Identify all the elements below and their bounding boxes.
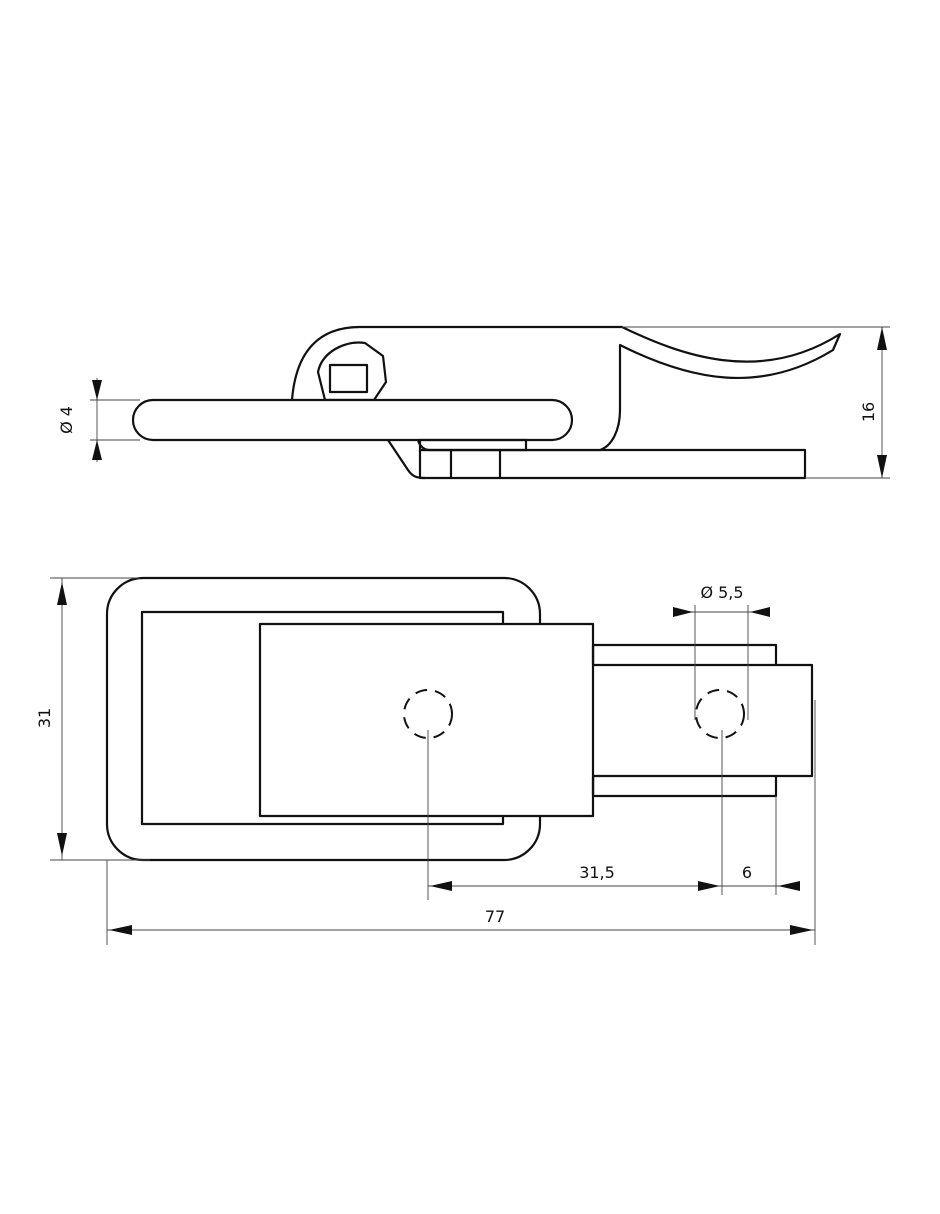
arrow-icon (92, 440, 102, 460)
width-label: 31 (35, 708, 54, 728)
top-view: 31 77 31,5 6 Ø 5,5 (35, 576, 816, 945)
base-plate (418, 448, 807, 480)
keeper-plate (591, 663, 814, 778)
arrow-icon (698, 881, 720, 891)
latch-plate (258, 622, 595, 818)
arrow-icon (109, 925, 132, 935)
hole-diameter-label: Ø 5,5 (700, 583, 743, 602)
arrow-icon (778, 881, 800, 891)
arrow-icon (673, 607, 693, 617)
height-label: 16 (859, 402, 878, 422)
arrow-icon (57, 833, 67, 856)
side-view: Ø 4 16 (57, 325, 890, 480)
arrow-icon (877, 327, 887, 350)
arrow-icon (57, 582, 67, 605)
hole-spacing-label: 31,5 (579, 863, 615, 882)
hinge-pin (328, 363, 369, 394)
total-length-label: 77 (485, 907, 505, 926)
ring-rod (131, 398, 574, 442)
arrow-icon (750, 607, 770, 617)
mounting-hole (403, 689, 453, 739)
rod-seat (418, 438, 528, 452)
hook-edge (387, 439, 426, 480)
arrow-icon (790, 925, 813, 935)
arrow-icon (877, 455, 887, 478)
mounting-hole (695, 689, 745, 739)
arrow-icon (430, 881, 452, 891)
rod-diameter-label: Ø 4 (57, 406, 76, 434)
edge-offset-label: 6 (742, 863, 752, 882)
arrow-icon (92, 380, 102, 400)
